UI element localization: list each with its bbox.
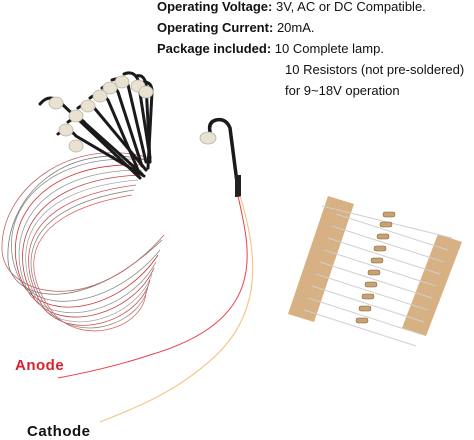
spec-operating-current: Operating Current 20mA. <box>157 17 474 38</box>
wire-bundle <box>1 152 165 332</box>
lamp-shades <box>48 75 154 153</box>
spec-list: Operating Voltage 3V, AC or DC Compatibl… <box>157 0 474 101</box>
spec-value: 20mA. <box>276 20 315 35</box>
spec-continuation-line: 10 Resistors (not pre-soldered) <box>285 62 465 77</box>
spec-operating-voltage: Operating Voltage 3V, AC or DC Compatibl… <box>157 0 474 17</box>
resistor-strip <box>288 196 462 347</box>
spec-package-included: Package included 10 Complete lamp. <box>157 38 474 59</box>
spec-value: 10 Complete lamp. <box>274 41 384 56</box>
cathode-wire <box>99 195 254 423</box>
spec-key: Operating Voltage <box>157 0 272 14</box>
anode-label: Anode <box>15 357 65 374</box>
cathode-label: Cathode <box>27 423 91 440</box>
anode-wire <box>57 195 248 379</box>
spec-value: 3V, AC or DC Compatible. <box>275 0 426 14</box>
spec-continuation-line: for 9~18V operation <box>285 83 400 98</box>
spec-key: Operating Current <box>157 20 273 35</box>
spec-key: Package included <box>157 41 271 56</box>
single-lamp <box>199 117 241 197</box>
